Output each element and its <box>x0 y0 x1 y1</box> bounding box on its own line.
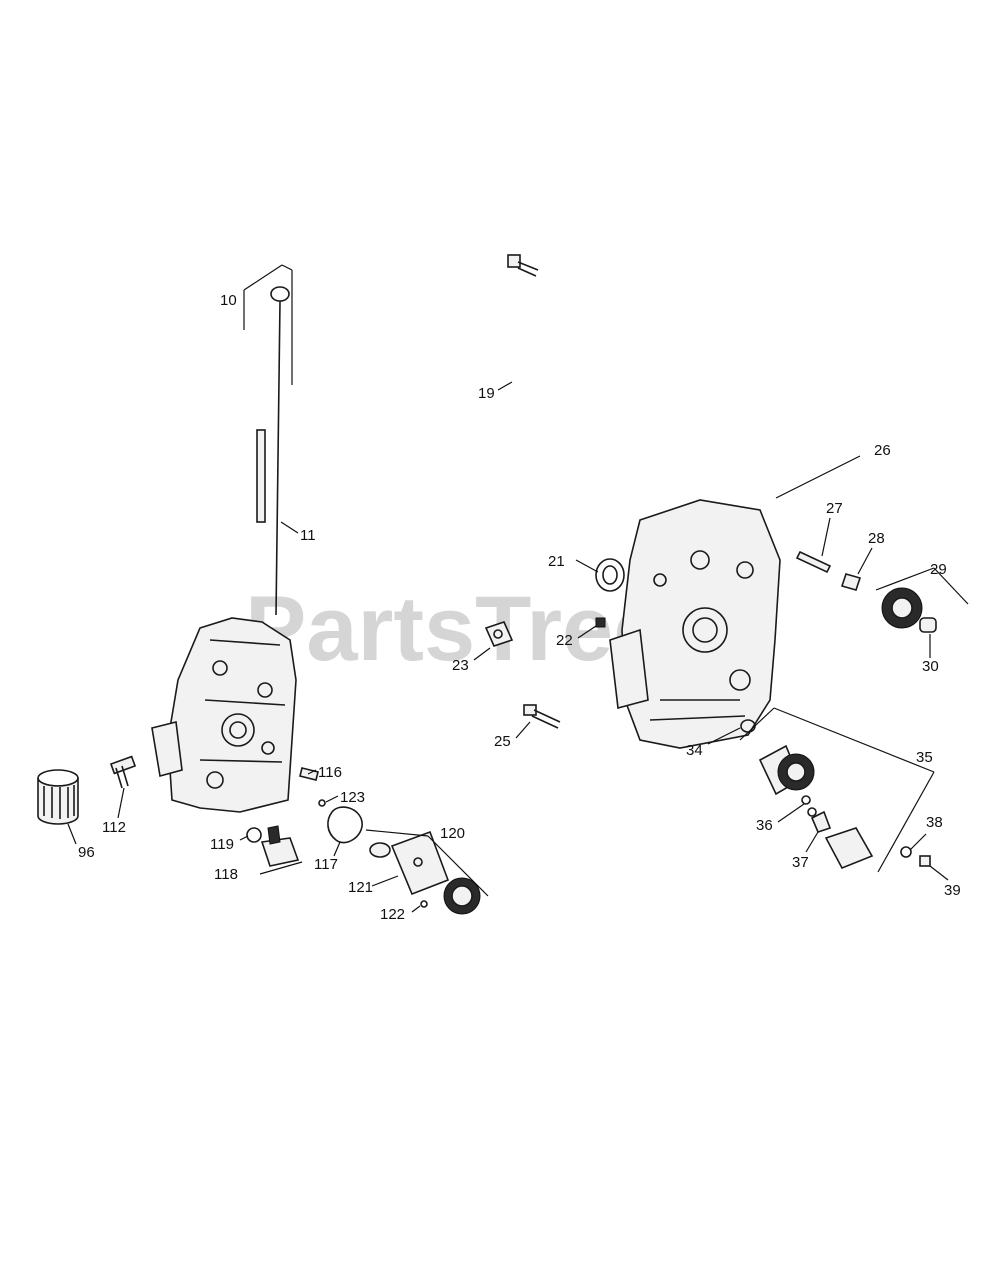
callout-22: 22 <box>556 632 573 649</box>
oil-filter-fitting <box>109 755 137 789</box>
balance-gear-assembly <box>739 707 935 873</box>
oil-pump-assembly <box>365 829 489 915</box>
bolt-19 <box>507 254 539 277</box>
callout-123: 123 <box>340 789 365 806</box>
pressure-relief-parts <box>246 767 363 867</box>
callout-23: 23 <box>452 657 469 674</box>
callout-96: 96 <box>78 844 95 861</box>
callout-117: 117 <box>314 856 338 873</box>
callout-118: 118 <box>214 866 238 883</box>
dipstick-assembly <box>243 264 293 616</box>
callout-121: 121 <box>348 879 373 896</box>
callout-112: 112 <box>102 819 126 836</box>
watermark: PartsTree ™ <box>245 578 728 680</box>
closure-plate <box>609 499 781 749</box>
leader-lines <box>67 381 949 913</box>
callout-39: 39 <box>944 882 961 899</box>
callout-10: 10 <box>220 292 237 309</box>
governor-gear-parts <box>795 550 969 633</box>
callout-122: 122 <box>380 906 405 923</box>
callout-28: 28 <box>868 530 885 547</box>
callout-116: 116 <box>318 764 342 781</box>
callout-36: 36 <box>756 817 773 834</box>
callout-labels: 10 11 19 21 22 23 25 26 27 28 29 30 34 3… <box>78 292 961 923</box>
callout-119: 119 <box>210 836 234 853</box>
callout-11: 11 <box>300 527 316 544</box>
callout-29: 29 <box>930 561 947 578</box>
callout-37: 37 <box>792 854 809 871</box>
callout-25: 25 <box>494 733 511 750</box>
left-crankcase-cover <box>151 617 297 813</box>
callout-19: 19 <box>478 385 495 402</box>
callout-30: 30 <box>922 658 939 675</box>
oil-filter <box>37 769 79 825</box>
callout-34: 34 <box>686 742 703 759</box>
small-hardware <box>484 617 606 729</box>
callout-26: 26 <box>874 442 891 459</box>
callout-27: 27 <box>826 500 843 517</box>
callout-120: 120 <box>440 825 465 842</box>
watermark-text: PartsTree <box>245 578 664 680</box>
callout-21: 21 <box>548 553 565 570</box>
oil-seal <box>595 558 625 592</box>
callout-35: 35 <box>916 749 933 766</box>
callout-38: 38 <box>926 814 943 831</box>
